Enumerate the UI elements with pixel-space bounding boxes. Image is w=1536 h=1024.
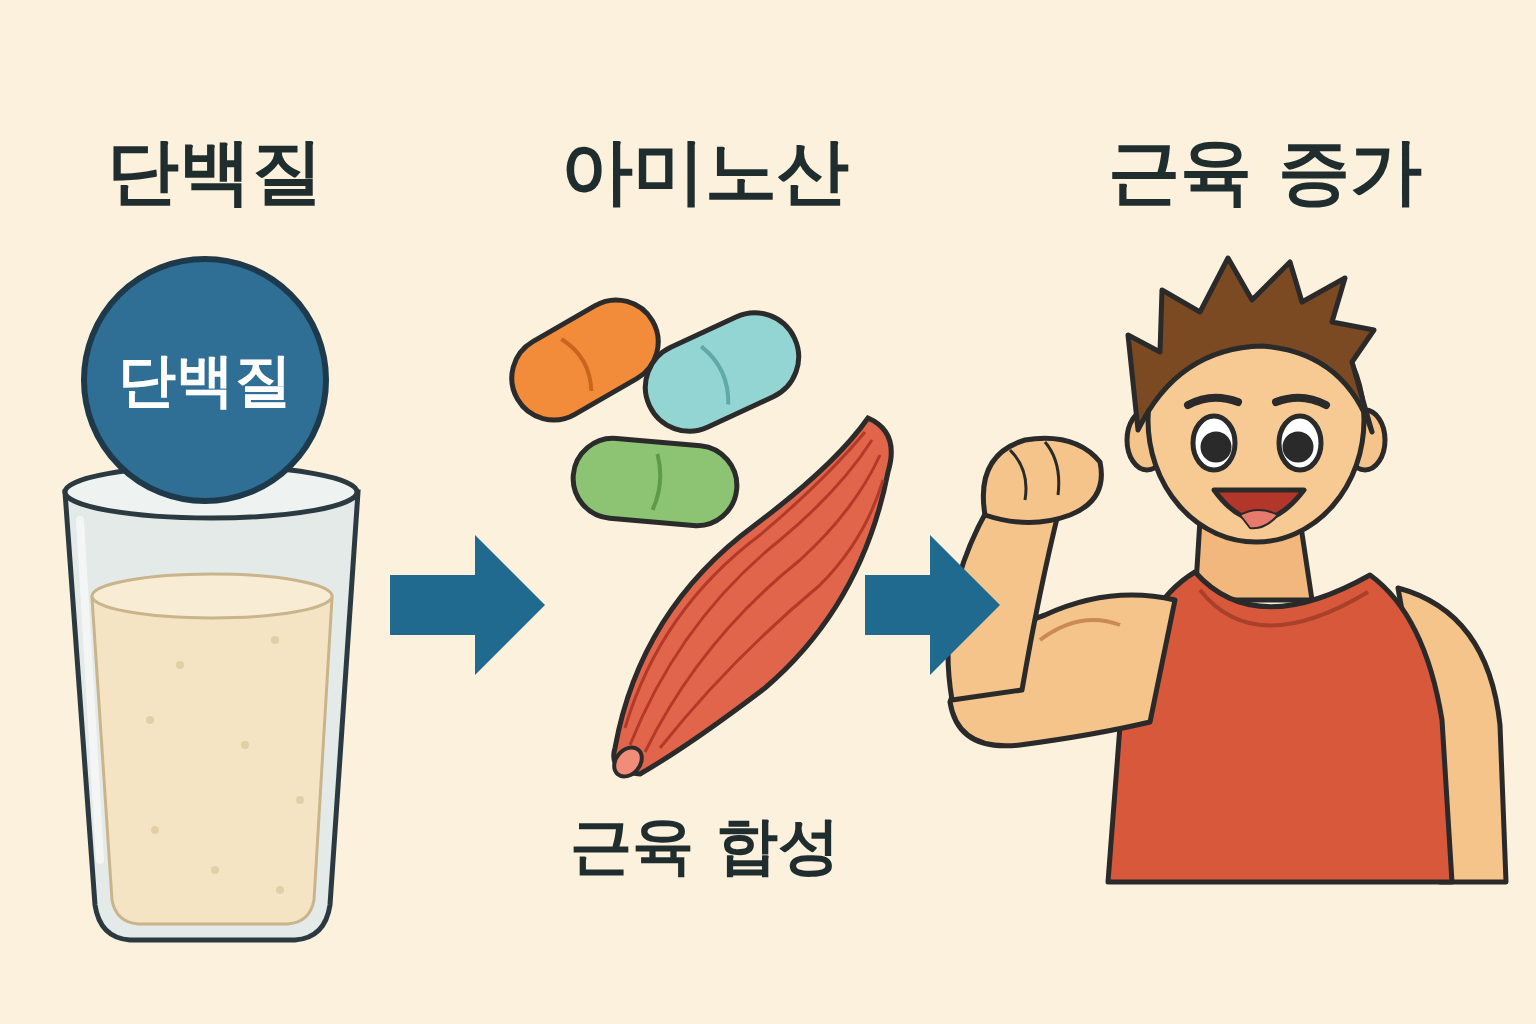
stage-heading: 아미노산 — [545, 130, 865, 213]
pills — [496, 285, 813, 529]
bicep-line — [1040, 620, 1120, 640]
flow-arrow — [865, 535, 1000, 675]
eye-left — [1193, 416, 1235, 470]
fingers — [1010, 442, 1059, 500]
teal-pill — [631, 298, 813, 445]
shake-dots — [146, 636, 304, 894]
muscle — [609, 418, 892, 782]
stage-column: 아미노산근육 합성 — [545, 120, 865, 910]
stage-caption: 근육 합성 — [545, 810, 865, 881]
fist — [983, 438, 1101, 522]
hair — [1128, 258, 1374, 432]
tendon — [609, 742, 648, 782]
flexing-man — [948, 258, 1506, 882]
muscle-fibres — [625, 432, 883, 752]
stage-heading: 단백질 — [40, 130, 390, 213]
shake — [92, 598, 332, 924]
flow-arrow — [390, 535, 545, 675]
glass-body — [65, 492, 358, 940]
circle-shape — [84, 259, 326, 501]
orange-pill — [496, 285, 673, 436]
pupil-right — [1285, 434, 1311, 460]
circle-label: 단백질 — [118, 347, 292, 414]
stage-column: 단백질단백질 — [40, 120, 390, 940]
pupil-left — [1203, 434, 1229, 460]
eye-right — [1279, 416, 1321, 470]
eyebrows — [1188, 398, 1326, 405]
glass-shine — [80, 520, 100, 860]
stage-heading: 근육 증가 — [1000, 130, 1530, 213]
shake-surface — [92, 574, 332, 618]
stage-column: 근육 증가 — [1000, 120, 1530, 900]
muscle-belly — [614, 418, 892, 774]
glass — [65, 466, 358, 940]
green-pill — [570, 435, 740, 529]
tongue — [1240, 510, 1278, 528]
protein-circle: 단백질 — [80, 255, 330, 505]
collar — [1200, 590, 1368, 626]
